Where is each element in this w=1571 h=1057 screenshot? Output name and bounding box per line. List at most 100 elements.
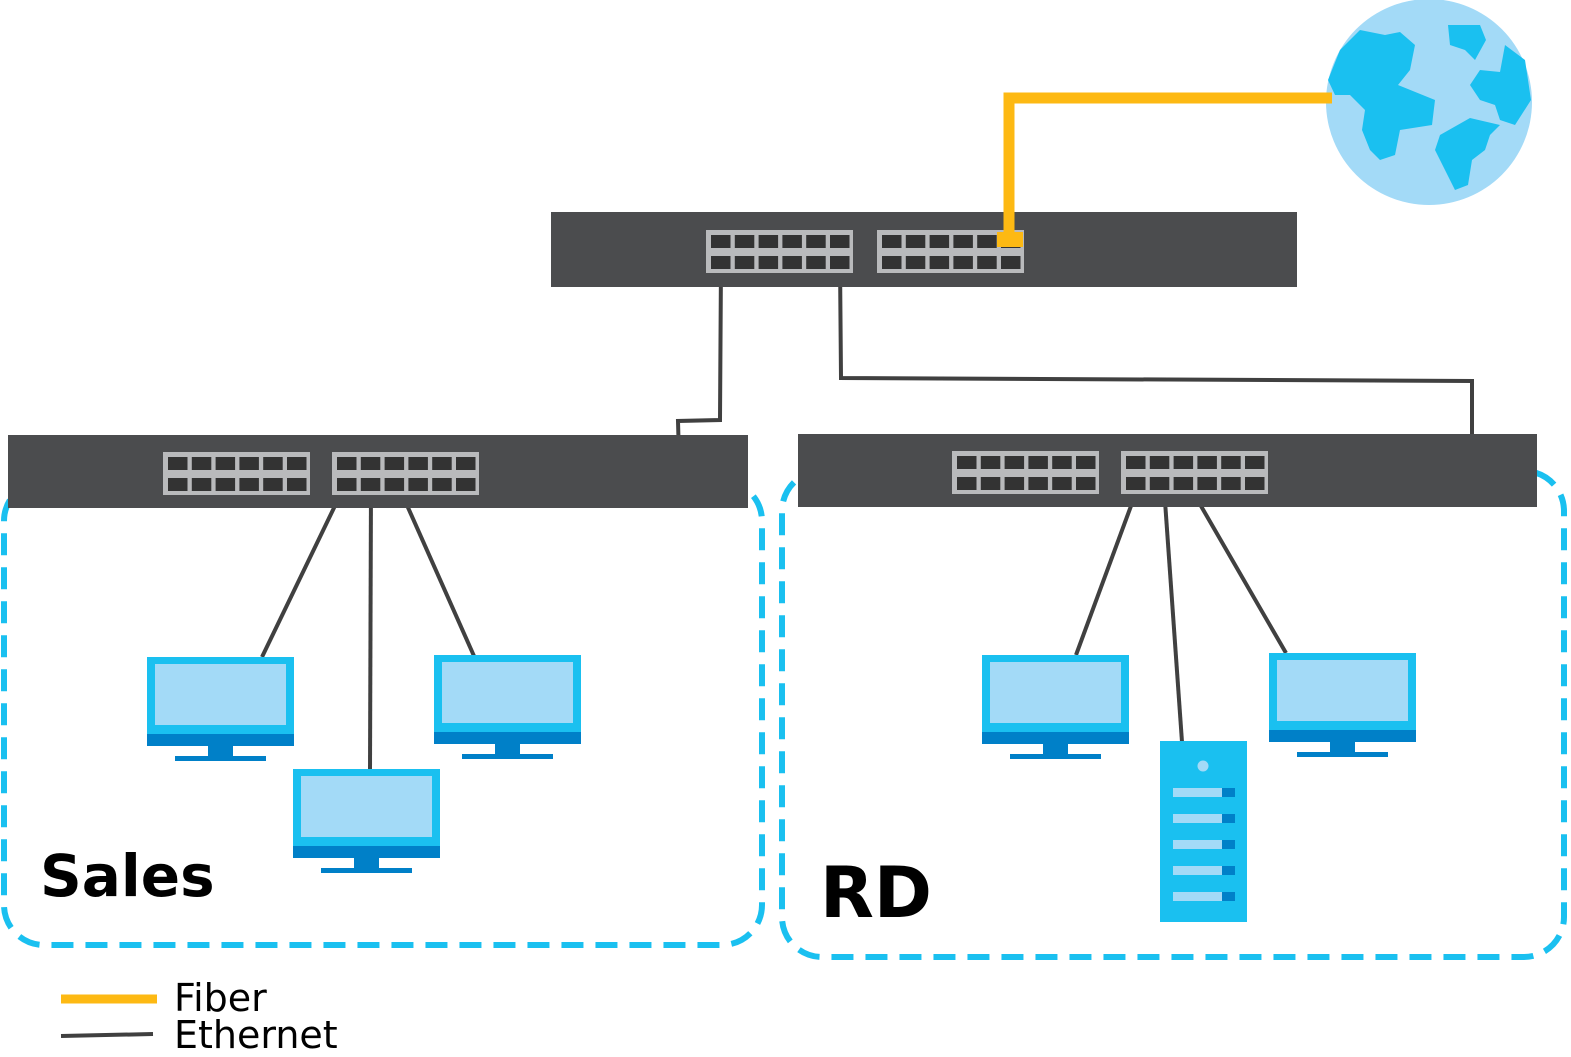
monitor-icon: [434, 655, 581, 759]
port: [734, 235, 755, 248]
legend-fiber-label: Fiber: [174, 976, 267, 1020]
core-switch-icon: [551, 212, 1297, 287]
sales-group-boundary: [1, 478, 765, 948]
port: [360, 478, 381, 491]
port: [408, 478, 428, 491]
ethernet-link-core-sales: [675, 261, 723, 459]
port: [758, 235, 779, 248]
port: [1028, 456, 1048, 469]
port-panel: [706, 230, 853, 273]
port: [905, 256, 926, 269]
port: [191, 478, 212, 491]
port: [384, 457, 405, 470]
fiber-link: [1003, 92, 1332, 240]
port-panel: [1121, 451, 1268, 494]
port: [263, 457, 283, 470]
port: [239, 478, 259, 491]
port: [215, 478, 236, 491]
port-panel: [163, 452, 310, 495]
port: [1052, 456, 1072, 469]
port: [1173, 477, 1194, 490]
port: [1001, 256, 1021, 269]
port: [1004, 456, 1025, 469]
port-panel: [332, 452, 479, 495]
ethernet-link-rd-server: [1162, 486, 1184, 743]
monitor-icon: [147, 657, 294, 761]
port: [953, 256, 973, 269]
ethernet-link-rd-pc1: [1074, 486, 1140, 656]
port: [980, 456, 1001, 469]
fiber-port: [997, 232, 1023, 247]
port: [239, 457, 259, 470]
port: [806, 235, 826, 248]
port: [191, 457, 212, 470]
port: [806, 256, 826, 269]
port: [287, 457, 307, 470]
port: [905, 235, 926, 248]
port: [758, 256, 779, 269]
port: [1221, 456, 1241, 469]
port: [1245, 456, 1265, 469]
port: [929, 256, 950, 269]
port: [1126, 477, 1146, 490]
port: [957, 456, 977, 469]
port: [1221, 477, 1241, 490]
ethernet-link-sales-pc3: [396, 484, 476, 657]
port: [977, 235, 997, 248]
port: [1028, 477, 1048, 490]
port: [1245, 477, 1265, 490]
port: [1004, 477, 1025, 490]
port: [1173, 456, 1194, 469]
ethernet-link-core-rd: [838, 261, 1474, 434]
ethernet-link-sales-pc2: [368, 484, 373, 771]
port: [830, 235, 850, 248]
port: [980, 477, 1001, 490]
port: [1149, 456, 1170, 469]
port: [953, 235, 973, 248]
sales-group-label: Sales: [40, 842, 215, 910]
port: [360, 457, 381, 470]
port: [711, 235, 731, 248]
port: [882, 235, 902, 248]
legend-ethernet-swatch: [60, 1032, 154, 1038]
rd-switch-icon: [798, 434, 1537, 507]
port: [215, 457, 236, 470]
port: [1149, 477, 1170, 490]
port: [1197, 456, 1217, 469]
port: [168, 457, 188, 470]
port: [734, 256, 755, 269]
monitor-icon: [293, 769, 440, 873]
port: [456, 457, 476, 470]
port: [263, 478, 283, 491]
port: [1076, 477, 1096, 490]
port: [957, 477, 977, 490]
port: [1052, 477, 1072, 490]
ethernet-link-sales-pc1: [260, 484, 347, 658]
monitor-icon: [982, 655, 1129, 759]
sales-switch-icon: [8, 435, 748, 508]
port: [711, 256, 731, 269]
legend-ethernet-label: Ethernet: [174, 1013, 338, 1057]
rd-group-label: RD: [820, 852, 933, 934]
port: [456, 478, 476, 491]
port: [432, 478, 452, 491]
port: [830, 256, 850, 269]
monitor-icon: [1269, 653, 1416, 757]
port: [882, 256, 902, 269]
port: [287, 478, 307, 491]
port: [337, 457, 357, 470]
port: [929, 235, 950, 248]
port: [1126, 456, 1146, 469]
port: [168, 478, 188, 491]
port: [337, 478, 357, 491]
port: [432, 457, 452, 470]
port: [782, 256, 802, 269]
port-panel: [952, 451, 1099, 494]
port: [1076, 456, 1096, 469]
ethernet-link-rd-pc2: [1188, 485, 1288, 655]
server-icon: [1160, 741, 1247, 922]
globe-icon: [1326, 0, 1532, 205]
port: [977, 256, 997, 269]
port: [1197, 477, 1217, 490]
